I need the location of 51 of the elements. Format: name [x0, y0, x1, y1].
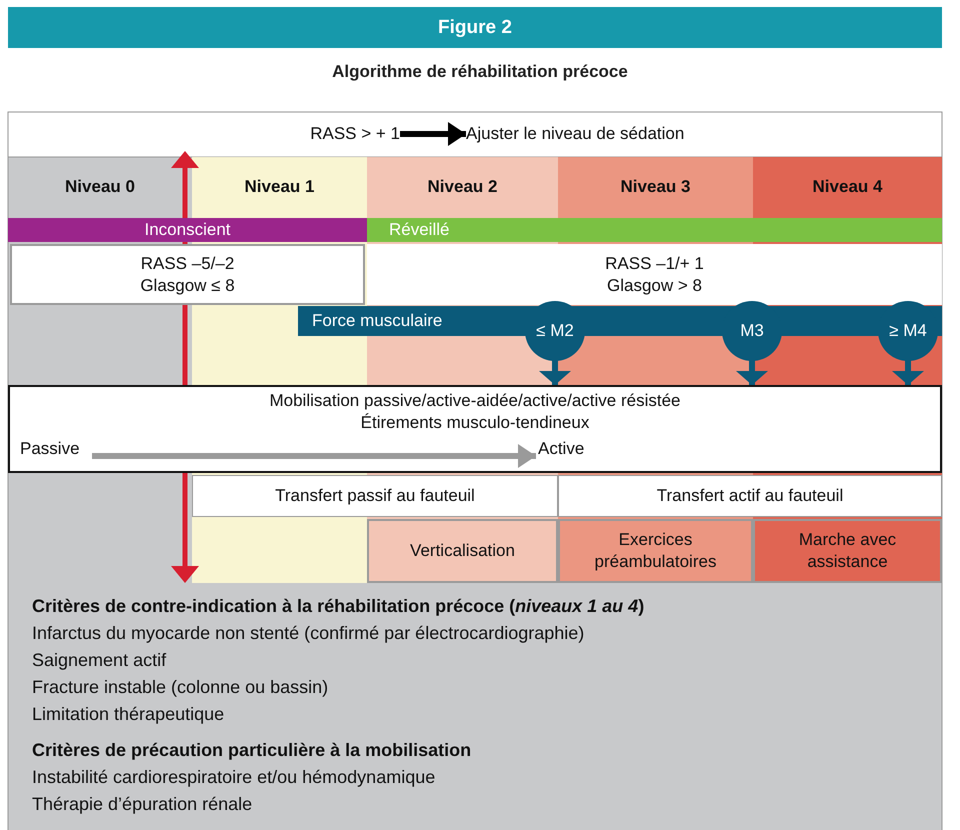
criteria-item: Limitation thérapeutique: [32, 704, 224, 725]
criteria-item: Saignement actif: [32, 650, 166, 671]
state-band: [367, 218, 942, 242]
criteria-item: Infarctus du myocarde non stenté (confirmé par électrocardiographie): [32, 623, 584, 644]
node-text: M3: [740, 320, 764, 342]
node-text: ≥ M4: [889, 320, 927, 342]
node-text: Ajuster le niveau de sédation: [466, 123, 684, 145]
node-text: Force musculaire: [312, 310, 442, 332]
activity-box: [558, 519, 753, 583]
criteria-box: [367, 244, 942, 305]
node-text: Verticalisation: [410, 540, 515, 562]
node-text: RASS > + 1: [310, 123, 400, 145]
node-text: Exercices préambulatoires: [594, 529, 718, 573]
node-text: Marche avec assistance: [798, 529, 898, 573]
node-text: Niveau 0: [65, 176, 135, 198]
arrow: [539, 359, 571, 385]
node-text: ≤ M2: [536, 320, 574, 342]
arrow: [736, 359, 768, 385]
activity-box: [753, 519, 942, 583]
section-heading: Critères de contre-indication à la réhabilitation précoce (niveaux 1 au 4): [32, 596, 644, 617]
section-heading: Critères de précaution particulière à la mobilisation: [32, 740, 472, 761]
criteria-item: Thérapie d’épuration rénale: [32, 794, 252, 815]
criteria-box: [10, 244, 365, 305]
node-text: Niveau 2: [428, 176, 498, 198]
criteria-item: Fracture instable (colonne ou bassin): [32, 677, 328, 698]
node-text: Niveau 4: [812, 176, 882, 198]
node-text: RASS –5/–2: [140, 252, 234, 274]
state-band: [8, 218, 367, 242]
figure-banner: Figure 2: [8, 7, 942, 48]
node-text: Glasgow > 8: [607, 274, 702, 296]
node-text: Glasgow ≤ 8: [140, 274, 235, 296]
activity-box: [558, 475, 942, 517]
mobilisation-box: [8, 385, 942, 473]
arrow: [400, 122, 466, 146]
node-text: Passive: [20, 438, 80, 460]
node-text: Active: [538, 438, 584, 460]
activity-box: [367, 519, 558, 583]
node-text: Transfert actif au fauteuil: [656, 485, 844, 507]
node-text: Niveau 1: [244, 176, 314, 198]
diagram-title: Algorithme de réhabilitation précoce: [331, 62, 629, 82]
node-text: Réveillé: [389, 219, 450, 241]
arrow: [892, 359, 924, 385]
node-text: RASS –1/+ 1: [605, 252, 704, 274]
node-text: Niveau 3: [620, 176, 690, 198]
arrow: [92, 444, 536, 468]
node-text: Mobilisation passive/active-aidée/active/active résistée: [269, 390, 681, 412]
node-text: Transfert passif au fauteuil: [275, 485, 475, 507]
activity-box: [192, 475, 558, 517]
criteria-item: Instabilité cardiorespiratoire et/ou hémodynamique: [32, 767, 436, 788]
node-text: Inconscient: [144, 219, 230, 241]
node-text: Étirements musculo-tendineux: [360, 412, 590, 434]
